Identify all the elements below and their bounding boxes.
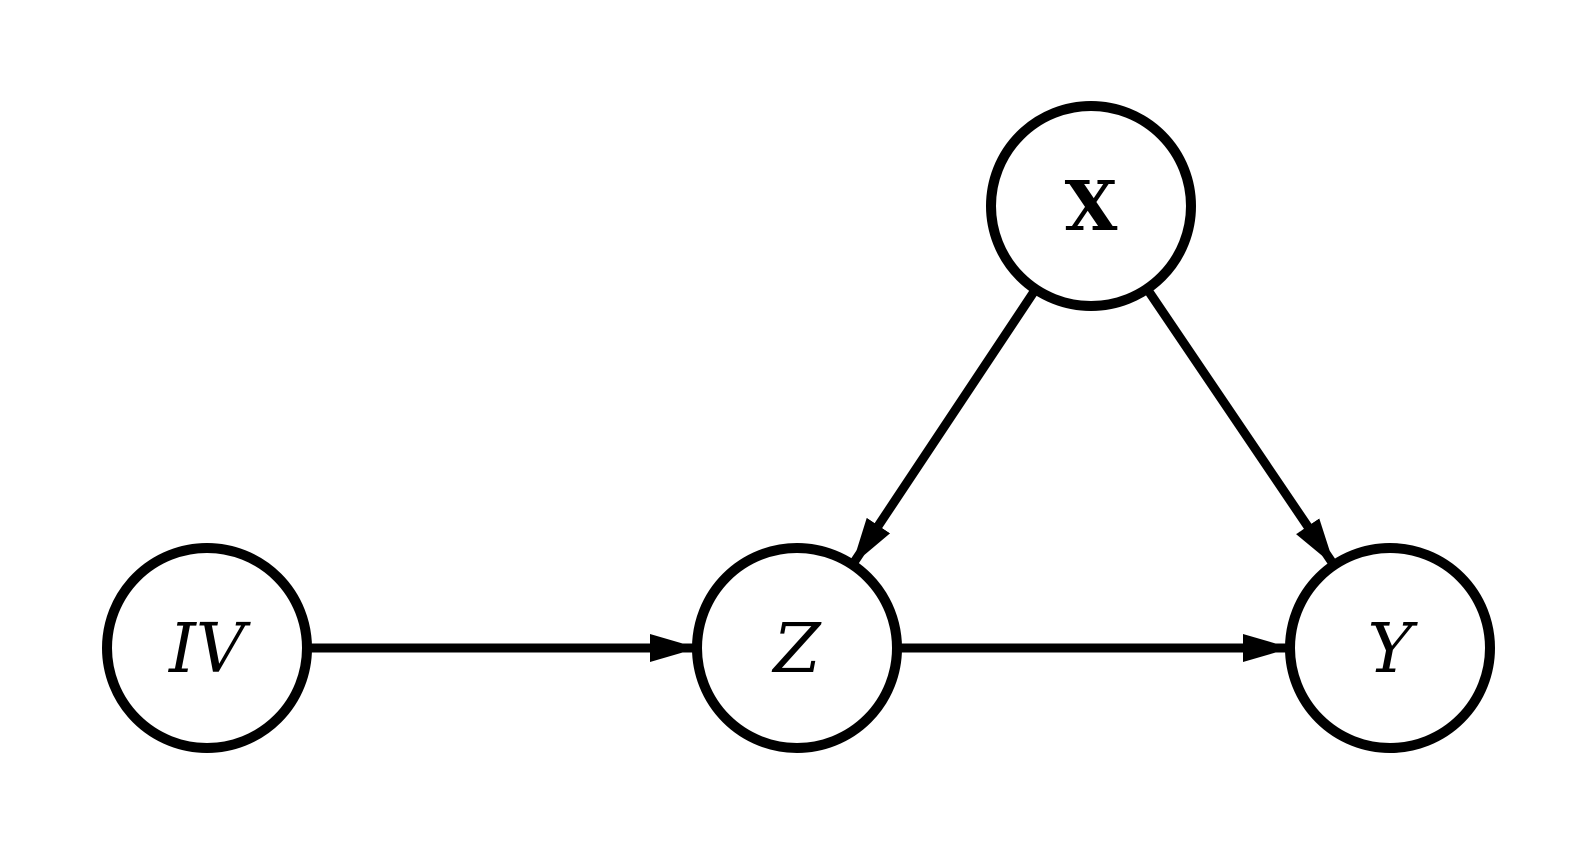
node-iv-circle: [102, 543, 312, 753]
node-y-circle: [1285, 543, 1495, 753]
edge-x-to-z: [848, 286, 1040, 568]
node-x-circle: [986, 101, 1196, 311]
node-z-label: Z: [771, 610, 822, 689]
node-iv: IV: [102, 543, 312, 753]
edge-x-to-y: [1143, 286, 1338, 568]
node-z: Z: [692, 543, 902, 753]
node-y: Y: [1285, 543, 1495, 753]
node-x: X: [986, 101, 1196, 311]
node-y-label: Y: [1368, 610, 1419, 689]
node-z-circle: [692, 543, 902, 753]
node-x-label: X: [1065, 167, 1118, 247]
node-iv-label: IV: [167, 610, 251, 689]
